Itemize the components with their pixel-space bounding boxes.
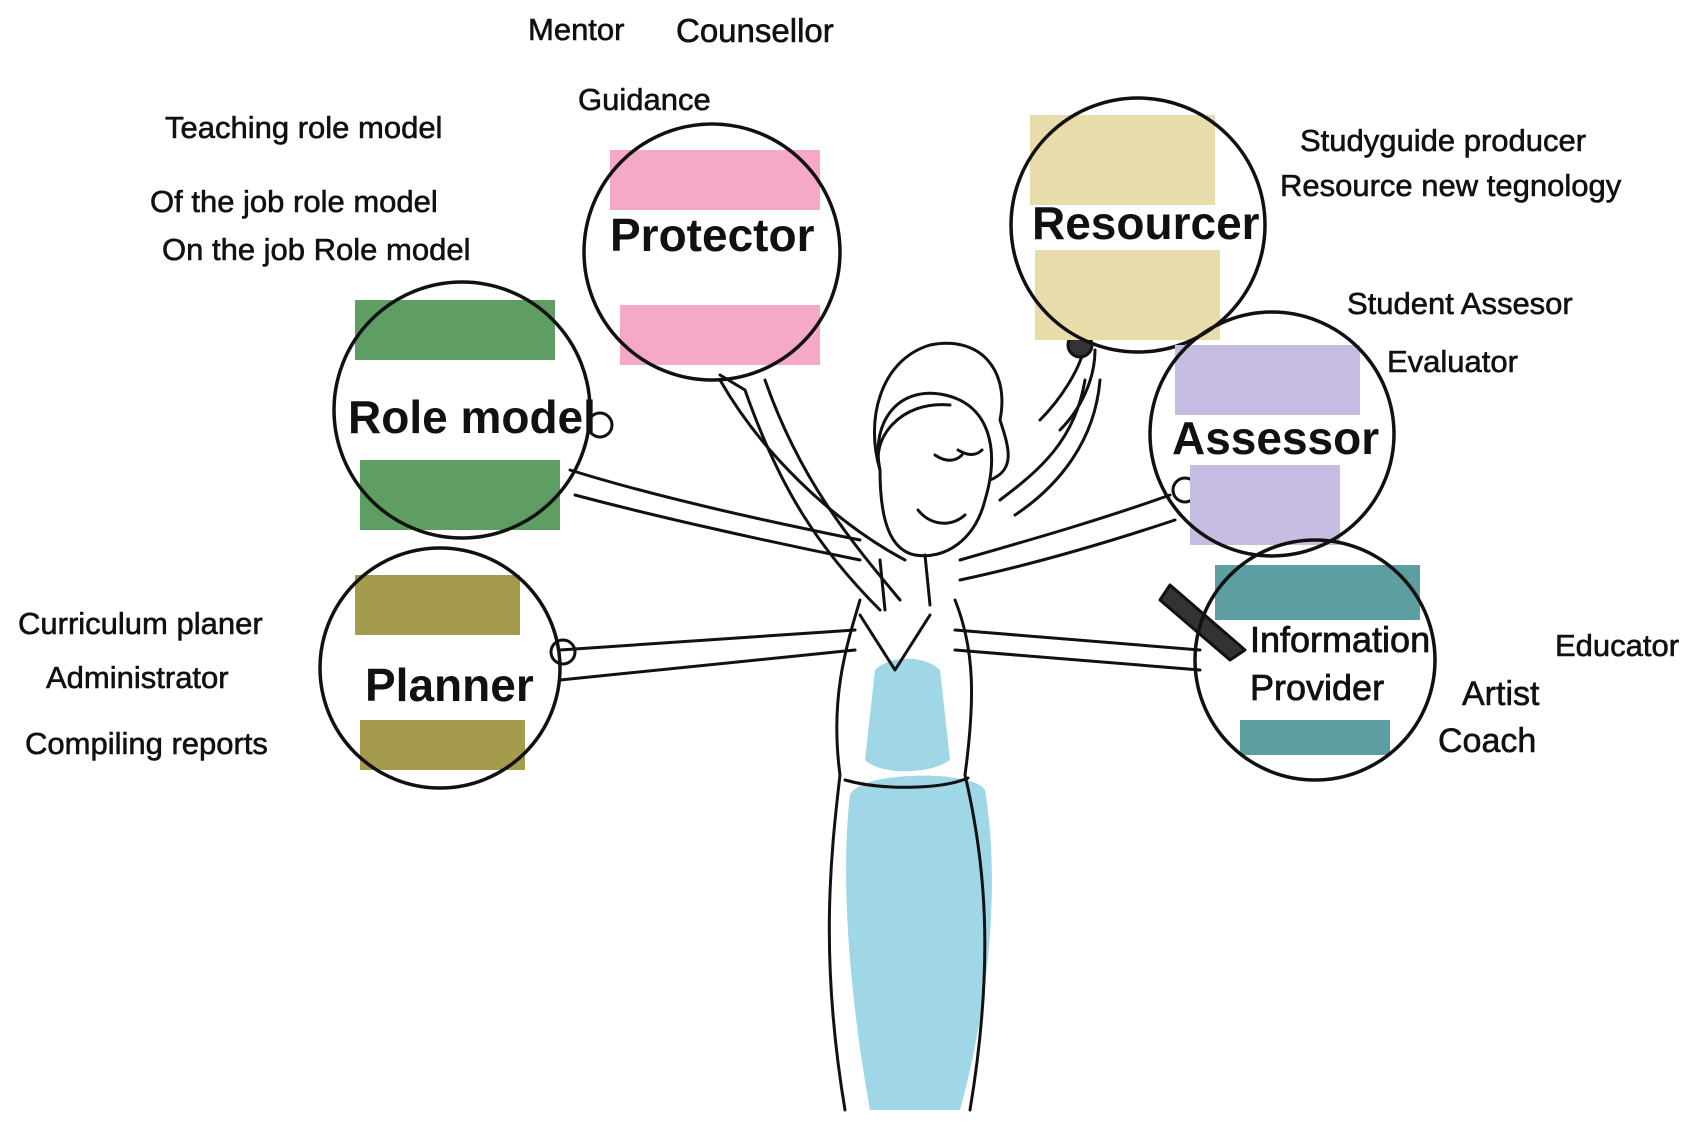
arm-protector: [708, 378, 907, 562]
label-administrator: Administrator: [46, 660, 229, 695]
dress-skirt: [846, 775, 992, 1110]
dress-top: [865, 658, 950, 772]
waist-line: [843, 776, 970, 789]
head: [876, 391, 993, 558]
circle-assessor: [1148, 310, 1396, 558]
role-resourcer-label: Resourcer: [1032, 197, 1260, 249]
role-provider-label: Provider: [1250, 667, 1385, 708]
arm-right-top: [998, 378, 1102, 517]
label-studyguide-producer: Studyguide producer: [1300, 123, 1587, 158]
label-student-assesor: Student Assesor: [1347, 286, 1573, 321]
label-curriculum-planer: Curriculum planer: [18, 606, 263, 641]
label-guidance: Guidance: [578, 82, 711, 117]
label-on-the-job-role-model: On the job Role model: [162, 232, 471, 267]
role-planner-label: Planner: [365, 659, 534, 711]
label-resource-new-tegnology: Resource new tegnology: [1280, 168, 1622, 203]
circle-role-model: [332, 280, 592, 540]
label-artist: Artist: [1462, 675, 1540, 713]
arm-left-upper: [568, 468, 862, 562]
circle-protector: [582, 122, 842, 382]
neck: [878, 553, 932, 612]
circle-resourcer: [1009, 96, 1267, 354]
role-model-label: Role model: [348, 391, 596, 443]
torso-outline-right: [953, 598, 987, 1112]
label-mentor: Mentor: [528, 12, 625, 47]
label-educator: Educator: [1555, 628, 1680, 663]
arm-right-upper-resourcer: [1038, 343, 1097, 432]
role-information-label: Information: [1250, 619, 1431, 660]
label-evaluator: Evaluator: [1387, 344, 1519, 379]
label-counsellor: Counsellor: [676, 12, 834, 49]
hair: [872, 341, 1010, 482]
hand-left-lower: [549, 638, 577, 666]
arm-right-lower: [953, 628, 1202, 672]
role-protector-label: Protector: [610, 209, 815, 261]
label-of-the-job-role-model: Of the job role model: [150, 184, 438, 219]
role-assessor-label: Assessor: [1172, 412, 1380, 464]
label-coach: Coach: [1438, 722, 1537, 760]
torso-outline: [827, 598, 862, 1112]
closed-eyes: [933, 448, 984, 462]
circle-information-provider: [1193, 538, 1437, 782]
label-compiling-reports: Compiling reports: [25, 726, 269, 761]
label-teaching-role-model: Teaching role model: [165, 110, 443, 145]
smile: [916, 508, 967, 525]
arm-left-lower: [558, 628, 857, 682]
circle-planner: [318, 546, 562, 790]
neckline: [858, 613, 932, 672]
arm-right-mid: [958, 493, 1177, 582]
